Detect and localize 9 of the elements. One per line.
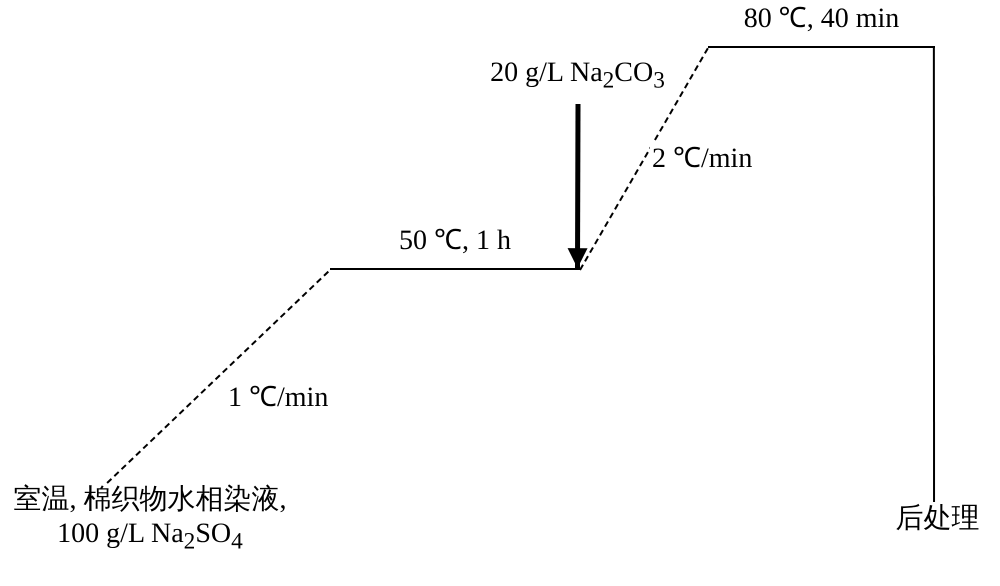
hold-step: 80 ℃, 40 min [708, 2, 935, 48]
hold-step: 50 ℃, 1 h [330, 224, 580, 270]
end-step-text: 后处理 [880, 502, 995, 544]
start-condition-text: 室温, 棉织物水相染液, 100 g/L Na$_{2}$SO$_{4}$ [0, 483, 300, 583]
heating-ramp-line [106, 269, 331, 484]
arrow [568, 104, 588, 268]
heating-ramp-line [579, 48, 709, 270]
connector-line [932, 48, 936, 502]
additive-text: 20 g/L Na$_{2}$CO$_{3}$ [450, 56, 705, 96]
